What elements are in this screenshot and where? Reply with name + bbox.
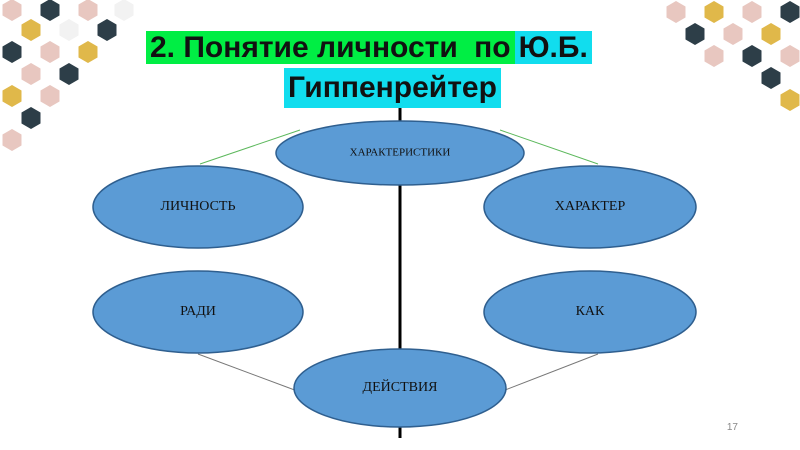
hexagon-shape [114, 0, 134, 21]
hexagon-shape [2, 129, 22, 151]
hexagon-shape [21, 107, 41, 129]
hexagon-shape [40, 41, 60, 63]
hexagon-shape [723, 23, 743, 45]
connector-characteristics-character [499, 129, 599, 165]
connector-personality-characteristics [199, 129, 301, 165]
connector-actions-how [499, 353, 599, 393]
node-character: ХАРАКТЕР [483, 165, 697, 249]
node-for-sake: РАДИ [92, 270, 304, 354]
title-part-3: Ю.Б. [514, 31, 592, 64]
node-for-sake-label: РАДИ [180, 304, 216, 319]
hexagon-shape [2, 41, 22, 63]
node-how: КАК [483, 270, 697, 354]
hexagon-shape [40, 85, 60, 107]
hexagon-shape [780, 89, 800, 111]
hexagon-shape [21, 63, 41, 85]
hexagon-shape [2, 85, 22, 107]
hexagon-shape [59, 63, 79, 85]
title-part-2: по [461, 31, 515, 64]
hexagon-shape [685, 23, 705, 45]
hexagon-shape [704, 45, 724, 67]
hexagon-shape [97, 19, 117, 41]
node-actions: ДЕЙСТВИЯ [293, 348, 507, 428]
hexagon-shape [761, 23, 781, 45]
node-personality-label: ЛИЧНОСТЬ [160, 199, 235, 214]
node-characteristics: ХАРАКТЕРИСТИКИ [275, 120, 525, 186]
node-character-label: ХАРАКТЕР [555, 199, 626, 214]
connector-for-sake-actions [197, 353, 301, 393]
hexagon-shape [742, 45, 762, 67]
hexagon-shape [666, 1, 686, 23]
hexagon-decoration-right [666, 1, 800, 111]
hexagon-shape [780, 1, 800, 23]
hexagon-shape [78, 41, 98, 63]
node-personality: ЛИЧНОСТЬ [92, 165, 304, 249]
hexagon-shape [59, 19, 79, 41]
node-how-label: КАК [576, 304, 605, 319]
title-line-2: Гиппенрейтер [284, 68, 501, 108]
hexagon-shape [704, 1, 724, 23]
hexagon-shape [742, 1, 762, 23]
hexagon-shape [78, 0, 98, 21]
hexagon-shape [780, 45, 800, 67]
hexagon-shape [761, 67, 781, 89]
node-actions-label: ДЕЙСТВИЯ [363, 378, 438, 395]
page-number: 17 [726, 422, 738, 433]
hexagon-shape [2, 0, 22, 21]
hexagon-decoration-left [2, 0, 134, 151]
hexagon-shape [40, 0, 60, 21]
node-characteristics-label: ХАРАКТЕРИСТИКИ [350, 147, 451, 159]
title-part-1: 2. Понятие личности [146, 31, 462, 64]
hexagon-shape [21, 19, 41, 41]
